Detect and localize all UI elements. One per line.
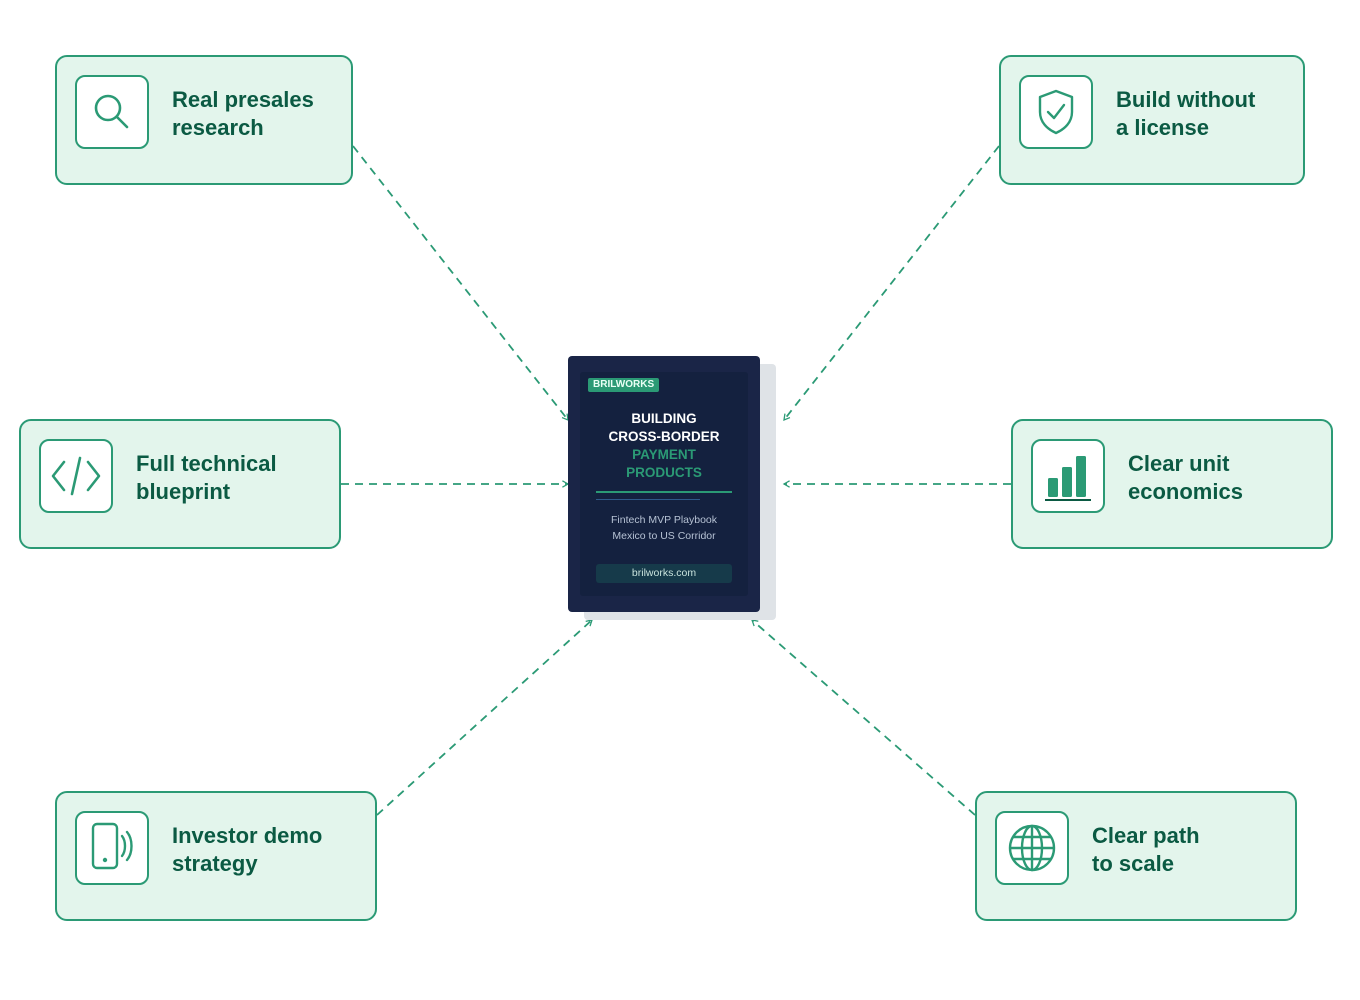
card-build-without-license: Build without a license [999,55,1305,185]
brand-badge: BRILWORKS [588,378,660,392]
connector-investor [376,619,593,816]
card-full-technical-blueprint: Full technical blueprint [19,419,341,549]
book-title-line2: CROSS-BORDER [608,429,720,444]
card-label: Clear path to scale [1092,822,1267,878]
card-label-line1: Clear unit [1128,451,1230,476]
card-label-line1: Build without [1116,87,1256,112]
bar-chart-icon [1031,439,1105,513]
card-label: Build without a license [1116,86,1291,142]
card-label: Investor demo strategy [172,822,347,878]
card-label-line1: Clear path [1092,823,1200,848]
card-label-line2: blueprint [136,479,231,504]
card-label: Real presales research [172,86,347,142]
code-icon [39,439,113,513]
card-real-presales-research: Real presales research [55,55,353,185]
playbook-cover: BRILWORKS BUILDING CROSS-BORDER PAYMENT … [568,356,760,612]
card-label-line2: to scale [1092,851,1174,876]
connector-scale [751,619,976,816]
card-clear-path-to-scale: Clear path to scale [975,791,1297,921]
card-label-line1: Investor demo [172,823,323,848]
card-label-line2: research [172,115,264,140]
card-label-line2: strategy [172,851,258,876]
mobile-signal-icon [75,811,149,885]
connector-license [783,145,1000,422]
book-title-line1: BUILDING [631,411,697,426]
shield-check-icon [1019,75,1093,149]
book-title-line4: PRODUCTS [626,465,702,480]
book-url: brilworks.com [596,564,732,583]
card-label-line1: Full technical [136,451,277,476]
book-divider [596,491,732,493]
card-label-line1: Real presales [172,87,314,112]
book-divider-secondary [596,499,700,500]
card-label: Full technical blueprint [136,450,311,506]
card-label-line2: economics [1128,479,1243,504]
card-label: Clear unit economics [1128,450,1303,506]
card-clear-unit-economics: Clear unit economics [1011,419,1333,549]
connector-presales [352,145,569,422]
playbook-inner-panel: BRILWORKS BUILDING CROSS-BORDER PAYMENT … [580,372,748,596]
card-label-line2: a license [1116,115,1209,140]
globe-icon [995,811,1069,885]
book-subtitle-line1: Fintech MVP Playbook [610,514,718,526]
card-investor-demo-strategy: Investor demo strategy [55,791,377,921]
book-subtitle-line2: Mexico to US Corridor [612,530,716,542]
book-title-line3: PAYMENT [632,447,696,462]
search-icon [75,75,149,149]
